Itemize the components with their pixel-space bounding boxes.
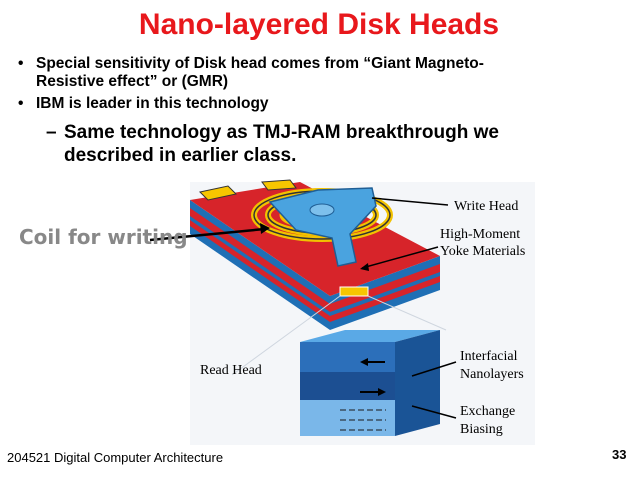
contact-pad-left	[198, 185, 238, 201]
slab-stripe-4	[330, 276, 440, 322]
label-biasing: Biasing	[460, 422, 503, 437]
read-element	[339, 286, 369, 297]
pointer-biasing	[411, 405, 457, 419]
bullet-marker: •	[18, 55, 24, 72]
label-interfacial: Interfacial	[460, 349, 518, 364]
pointer-nanolayers	[411, 361, 457, 377]
label-high-moment: High-Moment	[440, 227, 520, 242]
cube-nanolayer-band	[300, 372, 395, 400]
footer-course: 204521 Digital Computer Architecture	[7, 450, 224, 465]
bullet-ibm: • IBM is leader in this technology	[18, 95, 269, 113]
bullet-gmr: • Special sensitivity of Disk head comes…	[18, 55, 484, 91]
pointer-yoke-head	[360, 263, 369, 271]
pointer-write-head	[371, 197, 449, 206]
magnetization-arrowhead-top	[360, 358, 368, 366]
contact-pad-right	[261, 179, 297, 191]
coil-callout: Coil for writing	[19, 225, 188, 249]
bullet-gmr-line-2: Resistive effect” or (GMR)	[36, 73, 229, 90]
sub-bullet-line-1: Same technology as TMJ-RAM breakthrough …	[64, 122, 499, 143]
write-yoke	[268, 187, 377, 267]
projection-line-right	[367, 295, 447, 331]
page-number: 33	[612, 447, 627, 462]
magnetization-arrowhead-bottom	[378, 388, 386, 396]
coil-pointer-arrow	[149, 227, 266, 242]
sub-bullet-line-2: described in earlier class.	[64, 145, 297, 166]
bullet-marker: •	[18, 95, 24, 112]
sub-bullet-marker: –	[46, 122, 57, 143]
projection-line-left	[231, 295, 341, 376]
slab-stripe-2	[190, 220, 330, 322]
label-write-head: Write Head	[454, 199, 518, 214]
slab-stripe-3	[330, 264, 440, 312]
label-yoke-materials: Yoke Materials	[440, 244, 525, 259]
label-read-head: Read Head	[200, 363, 262, 378]
cube-side	[395, 330, 440, 436]
yoke-via	[309, 203, 335, 217]
slide-title: Nano-layered Disk Heads	[138, 8, 500, 41]
label-exchange: Exchange	[460, 404, 515, 419]
bullet-gmr-line-1: Special sensitivity of Disk head comes f…	[36, 55, 484, 72]
bullet-ibm-line-1: IBM is leader in this technology	[36, 95, 269, 112]
coil-pointer-arrowhead	[260, 223, 270, 234]
pointer-yoke	[361, 246, 439, 269]
cube-top	[300, 330, 440, 342]
cube-biasing-band	[300, 400, 395, 436]
sub-bullet-tmj: – Same technology as TMJ-RAM breakthroug…	[46, 121, 499, 167]
label-nanolayers: Nanolayers	[460, 367, 524, 382]
